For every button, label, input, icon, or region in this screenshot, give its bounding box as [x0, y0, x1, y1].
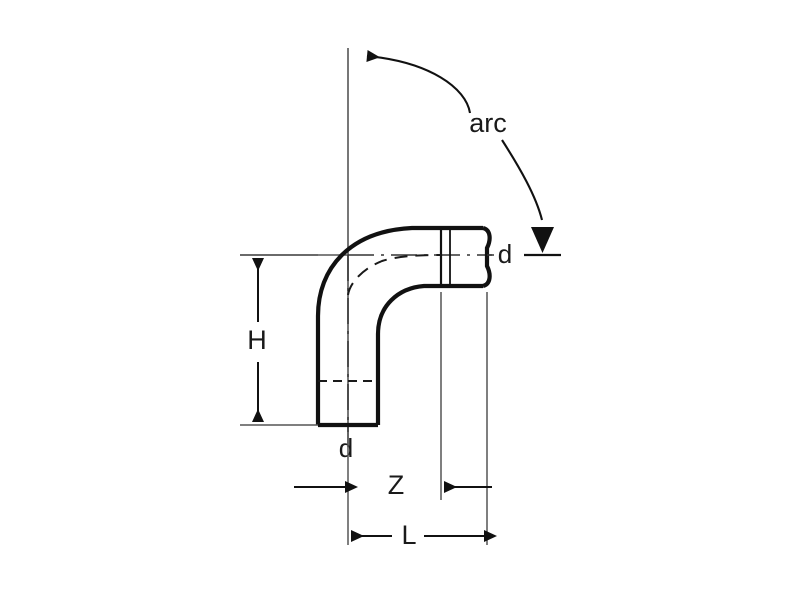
- socket-diameter-callout: d: [487, 239, 512, 269]
- l-dimension: L: [351, 520, 497, 550]
- axis-lines: [240, 48, 492, 447]
- hidden-bore-path: [347, 254, 442, 296]
- arc-leader-arrowhead: [531, 227, 554, 253]
- height-dimension: H: [240, 254, 318, 426]
- horizontal-dimension-extension-lines: [347, 292, 488, 545]
- socket-bead-rim: [482, 225, 492, 289]
- arc-leader-upper: [366, 50, 472, 114]
- arc-label: arc: [469, 108, 507, 138]
- outer-profile: [315, 225, 441, 425]
- elbow-body: [315, 225, 492, 428]
- height-label: H: [247, 325, 267, 355]
- spigot-diameter-label: d: [339, 433, 353, 463]
- hidden-bore-curve: [347, 254, 442, 296]
- socket-diameter-label: d: [498, 239, 512, 269]
- l-label: L: [401, 520, 416, 550]
- spigot-diameter-callout: d: [339, 433, 353, 463]
- z-dimension: Z: [294, 470, 492, 500]
- inner-profile: [375, 283, 441, 425]
- z-label: Z: [388, 470, 405, 500]
- arc-leader-lower: [501, 139, 544, 221]
- arc-callout: arc: [366, 50, 561, 257]
